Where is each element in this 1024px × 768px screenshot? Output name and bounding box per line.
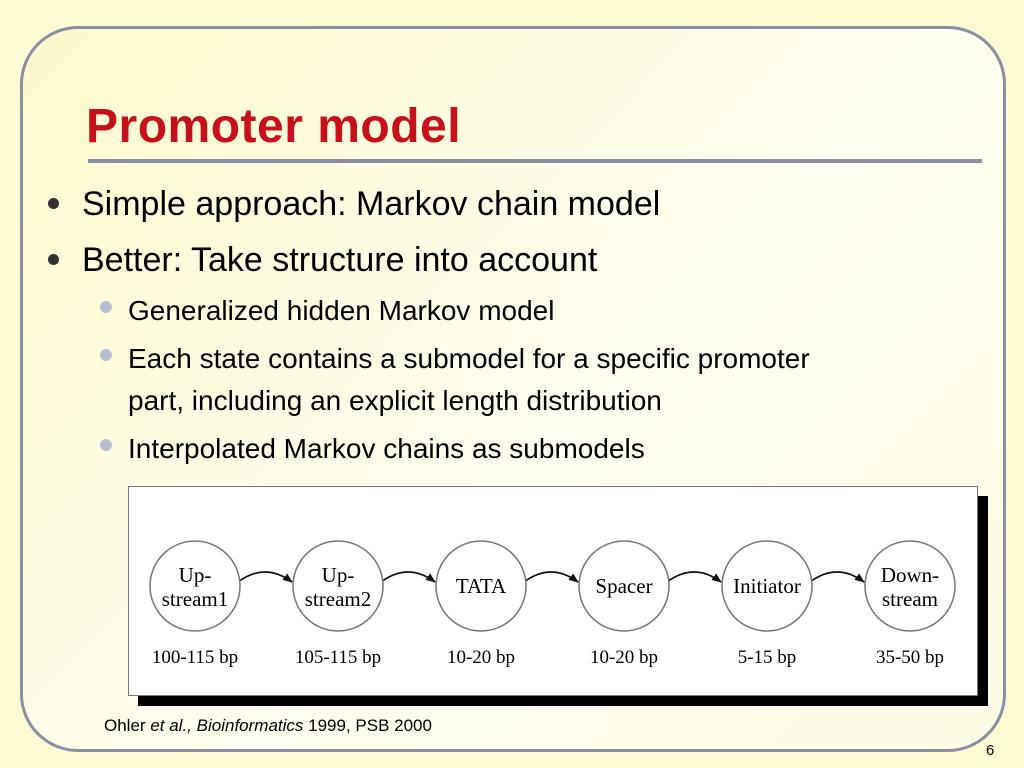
state-label: TATA xyxy=(456,574,507,598)
transition-arrow xyxy=(809,571,865,583)
state-length-label: 5-15 bp xyxy=(738,647,797,668)
subbullet-item: Generalized hidden Markov model xyxy=(128,295,555,326)
subbullet-item-line2: part, including an explicit length distr… xyxy=(128,385,662,416)
slide-title: Promoter model xyxy=(86,100,462,153)
subbullet-dot xyxy=(100,301,112,313)
state-length-label: 105-115 bp xyxy=(295,647,381,668)
citation-author: Ohler xyxy=(104,716,146,735)
state-node xyxy=(864,540,956,632)
state-node xyxy=(578,540,670,632)
state-label-line2: stream2 xyxy=(305,587,371,611)
transition-arrow xyxy=(237,571,293,583)
state-node xyxy=(721,540,813,632)
state-node xyxy=(292,540,384,632)
diagram-canvas: Up-stream1 100-115 bp Up-stream2 105-115 bp… xyxy=(149,540,956,668)
subbullet-dot xyxy=(100,439,112,451)
state-label-line2: stream1 xyxy=(162,587,228,611)
transition-arrow xyxy=(380,571,436,583)
state-label-line2: stream xyxy=(882,587,938,611)
bullet-item: Simple approach: Markov chain model xyxy=(82,185,661,223)
state-label: Spacer xyxy=(595,574,652,598)
bullet-dot xyxy=(48,254,59,265)
bullet-item: Better: Take structure into account xyxy=(82,241,598,279)
state-label-line1: Down- xyxy=(881,563,939,587)
state-length-label: 10-20 bp xyxy=(590,647,658,668)
state-label: Initiator xyxy=(733,574,801,598)
title-divider xyxy=(88,159,982,163)
transition-arrow xyxy=(523,571,579,583)
state-node xyxy=(435,540,527,632)
state-length-label: 100-115 bp xyxy=(152,647,238,668)
slide-number: 6 xyxy=(986,742,995,759)
state-length-label: 10-20 bp xyxy=(447,647,515,668)
subbullet-item-line1: Each state contains a submodel for a spe… xyxy=(128,343,810,374)
citation-journal: Bioinformatics xyxy=(196,716,304,735)
transition-arrow xyxy=(666,571,722,583)
state-label-line1: Up- xyxy=(179,563,212,587)
citation-etal: et al., xyxy=(150,716,192,735)
subbullet-item: Interpolated Markov chains as submodels xyxy=(128,433,645,464)
citation-years: 1999, PSB 2000 xyxy=(308,716,432,735)
subbullet-dot xyxy=(100,349,112,361)
state-label-line1: Up- xyxy=(322,563,355,587)
citation: Ohler et al., Bioinformatics 1999, PSB 2… xyxy=(104,716,432,736)
bullet-dot xyxy=(48,198,59,209)
promoter-model-diagram: Up-stream1 100-115 bp Up-stream2 105-115 bp… xyxy=(128,486,978,696)
state-length-label: 35-50 bp xyxy=(876,647,944,668)
state-node xyxy=(149,540,241,632)
